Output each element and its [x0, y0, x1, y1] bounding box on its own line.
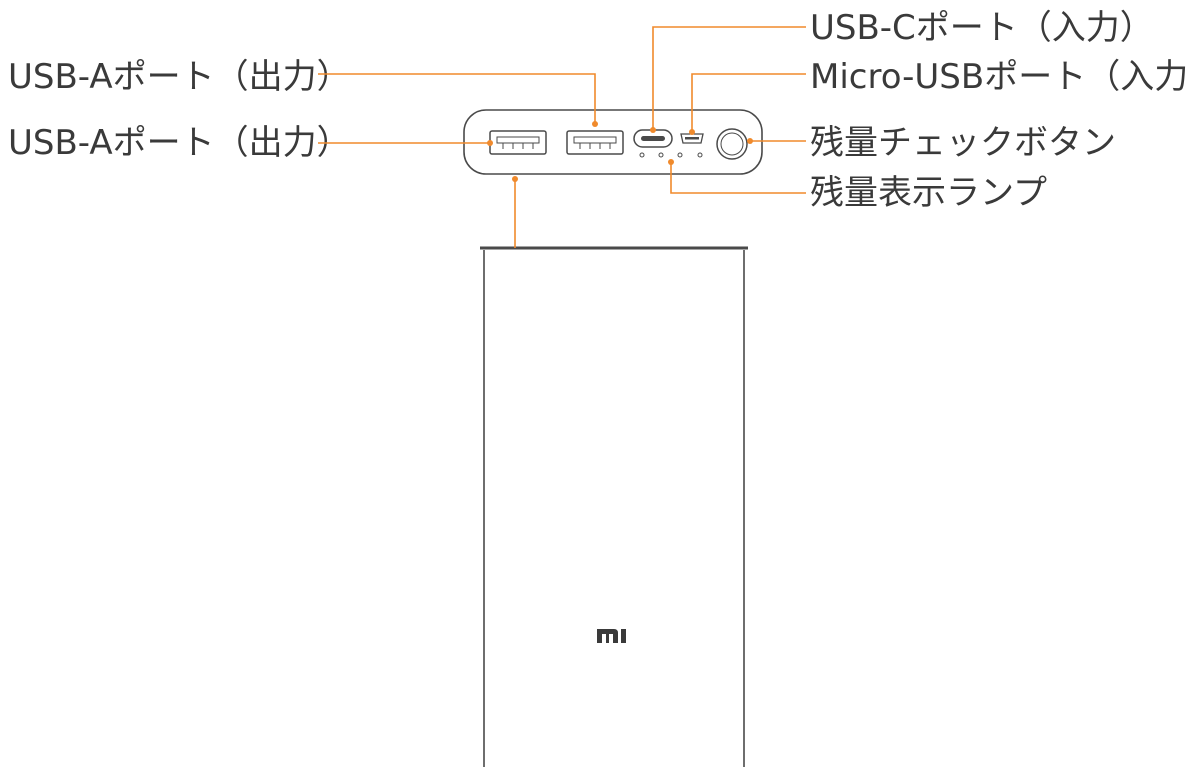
leader-usb-c — [652, 26, 806, 130]
label-indicator-lamp: 残量表示ランプ — [810, 173, 1047, 213]
label-usb-c-input: USB-Cポート（入力） — [810, 8, 1154, 48]
leader-usb-a-1 — [318, 73, 596, 124]
leader-indicator — [670, 162, 806, 194]
power-bank-front-view — [480, 246, 748, 767]
leader-dot-check-button — [747, 138, 753, 144]
micro-usb-port — [680, 133, 704, 144]
leader-micro-usb — [691, 73, 806, 132]
label-micro-usb-input: Micro-USBポート（入力） — [810, 57, 1186, 97]
leader-lines — [318, 26, 806, 248]
top-panel-outline — [463, 109, 763, 175]
leader-dot-usb-c — [650, 127, 656, 133]
leader-dot-view-connector — [512, 176, 518, 182]
indicator-lamps — [639, 152, 703, 158]
label-usb-a-output-2: USB-Aポート（出力） — [8, 123, 351, 163]
leader-dot-micro-usb — [689, 129, 695, 135]
usb-a-port-1 — [489, 130, 547, 155]
leader-dot-usb-a-1 — [592, 121, 598, 127]
battery-check-button — [716, 128, 748, 160]
label-usb-a-output-1: USB-Aポート（出力） — [8, 57, 351, 97]
leader-dot-usb-a-2 — [487, 140, 493, 146]
label-check-button: 残量チェックボタン — [810, 123, 1116, 163]
leader-dot-indicator — [668, 159, 674, 165]
usb-a-port-2 — [566, 130, 624, 155]
power-bank-top-view — [463, 109, 763, 175]
mi-logo — [597, 629, 626, 643]
